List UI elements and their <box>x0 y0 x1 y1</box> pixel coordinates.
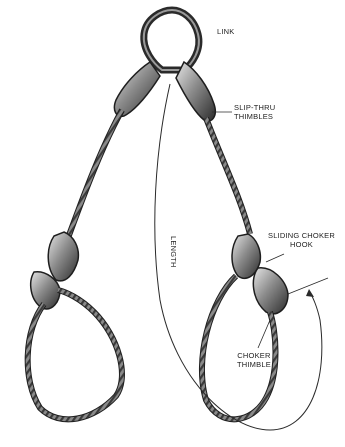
sliding-hook-leader <box>266 254 284 262</box>
master-link <box>144 10 199 70</box>
sliding-label-line2: HOOK <box>268 241 335 250</box>
link-label-text: LINK <box>217 27 234 36</box>
length-label-text: LENGTH <box>169 236 178 268</box>
sliding-choker-hook-label: SLIDING CHOKER HOOK <box>268 232 335 249</box>
sling-legs <box>68 110 250 238</box>
left-choker-loop <box>28 290 122 419</box>
choker-thimble-leader <box>258 320 270 348</box>
choker-thimble-label: CHOKER THIMBLE <box>237 352 271 369</box>
length-arrowhead-icon <box>306 289 314 297</box>
slip-thru-thimbles-label: SLIP-THRU THIMBLES <box>234 104 275 121</box>
length-label: LENGTH <box>169 236 178 268</box>
choker-label-line2: THIMBLE <box>237 361 271 370</box>
link-label: LINK <box>217 28 234 37</box>
slip-thru-label-line2: THIMBLES <box>234 113 275 122</box>
